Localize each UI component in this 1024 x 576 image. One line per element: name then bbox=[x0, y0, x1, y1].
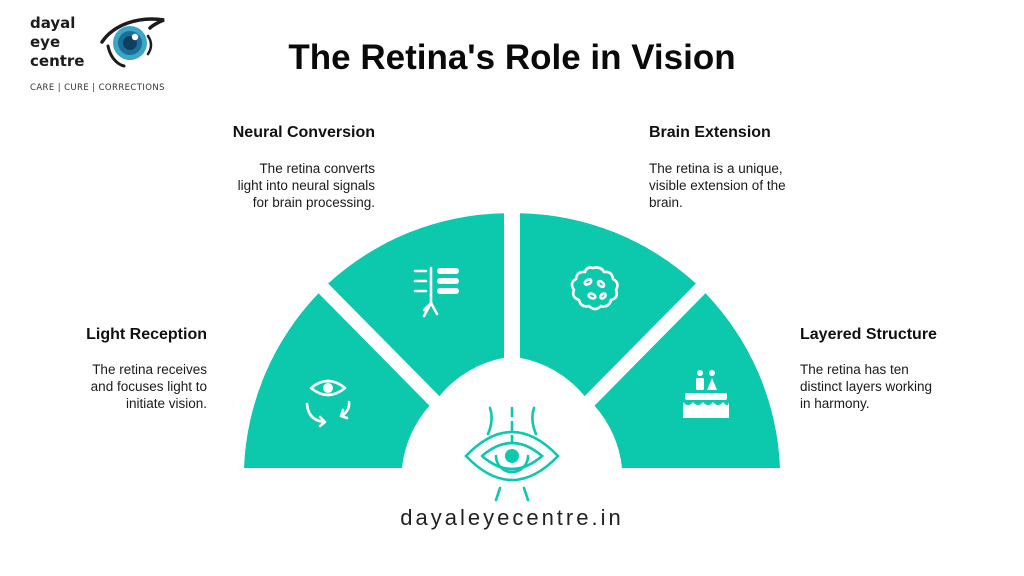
heading-neural-conversion: Neural Conversion bbox=[232, 124, 375, 141]
neural-signal-icon bbox=[413, 266, 459, 318]
segment-layered-structure bbox=[594, 293, 780, 468]
segment-light-reception bbox=[244, 293, 430, 468]
heading-layered-structure: Layered Structure bbox=[800, 326, 937, 343]
desc-layered-structure: The retina has ten distinct layers worki… bbox=[800, 362, 933, 411]
desc-light-reception: The retina receives and focuses light to… bbox=[90, 362, 207, 411]
heading-light-reception: Light Reception bbox=[86, 326, 207, 343]
logo-tagline: CARE | CURE | CORRECTIONS bbox=[30, 83, 165, 93]
segment-neural-conversion bbox=[328, 213, 504, 397]
heading-brain-extension: Brain Extension bbox=[649, 124, 771, 141]
website-url: dayaleyecentre.in bbox=[400, 505, 624, 530]
brain-cell-icon bbox=[570, 266, 619, 311]
eye-rotate-icon bbox=[305, 379, 351, 428]
desc-neural-conversion: The retina converts light into neural si… bbox=[237, 161, 375, 210]
logo-word-1: dayal bbox=[30, 14, 76, 32]
layered-cake-icon bbox=[683, 370, 729, 418]
page-title: The Retina's Role in Vision bbox=[288, 38, 736, 77]
logo-eye-icon bbox=[100, 17, 165, 68]
desc-brain-extension: The retina is a unique, visible extensio… bbox=[649, 161, 786, 210]
logo-word-2: eye bbox=[30, 33, 61, 51]
logo-word-3: centre bbox=[30, 52, 85, 70]
eye-lens-icon bbox=[464, 406, 560, 502]
brand-logo: dayal eye centre CARE | CURE | CORRECTIO… bbox=[30, 14, 180, 96]
